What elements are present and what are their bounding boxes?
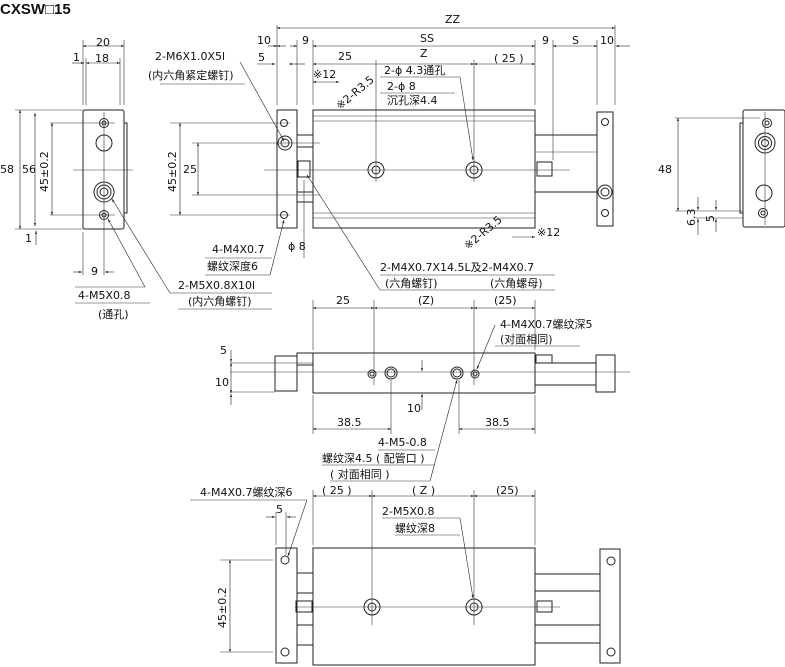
- side-view: 25 (Z) (25) 5 10 10 38.5 38.5 4-M4X0.7螺纹…: [215, 294, 630, 482]
- dim-5: 5: [258, 51, 265, 64]
- dim-5: 5: [276, 503, 283, 516]
- dim-5: 5: [704, 215, 717, 222]
- dim-offset-top: 1: [73, 51, 80, 64]
- callout-tap-note: (通孔): [98, 308, 129, 321]
- dim-25-left: ( 25 ): [322, 484, 352, 497]
- bottom-view: ( 25 ) ( Z ) (25) 5 45±0.2 4-M4X0.7螺纹深6 …: [190, 484, 621, 666]
- callout-screw: 2-M5X0.8X10l: [178, 279, 255, 292]
- dim-25-right: (25): [496, 484, 519, 497]
- dim-38-5-left: 38.5: [337, 416, 362, 429]
- dim-9-right: 9: [542, 34, 549, 47]
- dim-s: S: [572, 34, 579, 47]
- dim-offset-bottom: 1: [25, 232, 32, 245]
- dim-6-3: 6.3: [685, 209, 698, 227]
- callout-port: 4-M5-0.8: [378, 436, 427, 449]
- dim-zz: ZZ: [445, 13, 461, 26]
- callout-counterbore: 2-ϕ 8: [387, 80, 416, 93]
- dim-9-left: 9: [302, 34, 309, 47]
- dim-note12-top: ※12: [313, 68, 336, 81]
- callout-bolt-screw: (六角螺钉): [385, 277, 438, 290]
- dim-phi8: ϕ 8: [288, 240, 306, 253]
- dim-z: (Z): [418, 294, 434, 307]
- dim-10: 10: [215, 376, 229, 389]
- top-view: 45±0.2 25 ZZ SS Z 25 ( 25 ) 10 9 5 9 S 1…: [148, 13, 630, 291]
- left-end-view: 20 18 1 1 58 56 45±0.2 9 4-M5X0.8 (通孔) 2…: [0, 36, 272, 321]
- dim-inner-width: 18: [95, 52, 109, 65]
- callout-port-note: ( 对面相同 ): [330, 467, 390, 481]
- callout-m4: 4-M4X0.7: [212, 243, 265, 256]
- dim-hole-pitch: 45±0.2: [166, 151, 179, 192]
- callout-tap: 4-M5X0.8: [78, 289, 131, 302]
- dim-inner-height: 56: [22, 163, 36, 176]
- dim-hole-pitch: 45±0.2: [38, 151, 51, 192]
- callout-set-screw: 2-M6X1.0X5l: [155, 50, 225, 63]
- dim-z: Z: [420, 47, 428, 60]
- dim-10-right: 10: [600, 34, 614, 47]
- dim-hole-x: 9: [91, 265, 98, 278]
- callout-m4-side: 4-M4X0.7螺纹深5: [500, 317, 593, 331]
- dim-hole-pitch: 45±0.2: [216, 587, 229, 628]
- callout-set-screw-note: (内六角紧定螺钉): [148, 68, 234, 82]
- callout-m5-depth: 螺纹深8: [395, 521, 435, 535]
- dim-5: 5: [220, 344, 227, 357]
- callout-m5-bottom: 2-M5X0.8: [382, 505, 435, 518]
- right-end-view: 48 6.3 5: [658, 109, 785, 235]
- callout-port-depth: 螺纹深4.5 ( 配管口 ): [322, 451, 425, 465]
- dim-z: ( Z ): [412, 484, 435, 497]
- dim-ss: SS: [420, 32, 434, 45]
- dim-10-left: 10: [257, 34, 271, 47]
- dim-height: 58: [0, 163, 14, 176]
- dim-25-paren: (25): [494, 294, 517, 307]
- dim-25-vertical: 25: [183, 163, 197, 176]
- callout-bolt: 2-M4X0.7X14.5L及2-M4X0.7: [380, 261, 534, 274]
- dim-25: 25: [338, 50, 352, 63]
- callout-m4-side-note: (对面相同): [500, 332, 553, 346]
- dim-38-5-right: 38.5: [485, 416, 510, 429]
- dim-radius-top: ※2-R3.5: [334, 73, 377, 112]
- callout-through-hole: 2-ϕ 4.3通孔: [384, 64, 445, 77]
- dim-width: 20: [96, 36, 110, 49]
- dim-10-port: 10: [407, 402, 421, 415]
- dim-25-paren: ( 25 ): [494, 52, 524, 65]
- callout-m4-depth: 螺纹深度6: [207, 259, 258, 273]
- dim-48: 48: [658, 163, 672, 176]
- dim-25: 25: [336, 294, 350, 307]
- callout-screw-note: (内六角螺钉): [188, 294, 252, 308]
- callout-m4-bottom: 4-M4X0.7螺纹深6: [200, 485, 293, 499]
- callout-bolt-nut: (六角螺母): [490, 277, 543, 290]
- drawing-title: CXSW□15: [0, 1, 71, 18]
- dim-note12-bottom: ※12: [537, 226, 560, 239]
- callout-counterbore-depth: 沉孔深4.4: [387, 94, 438, 107]
